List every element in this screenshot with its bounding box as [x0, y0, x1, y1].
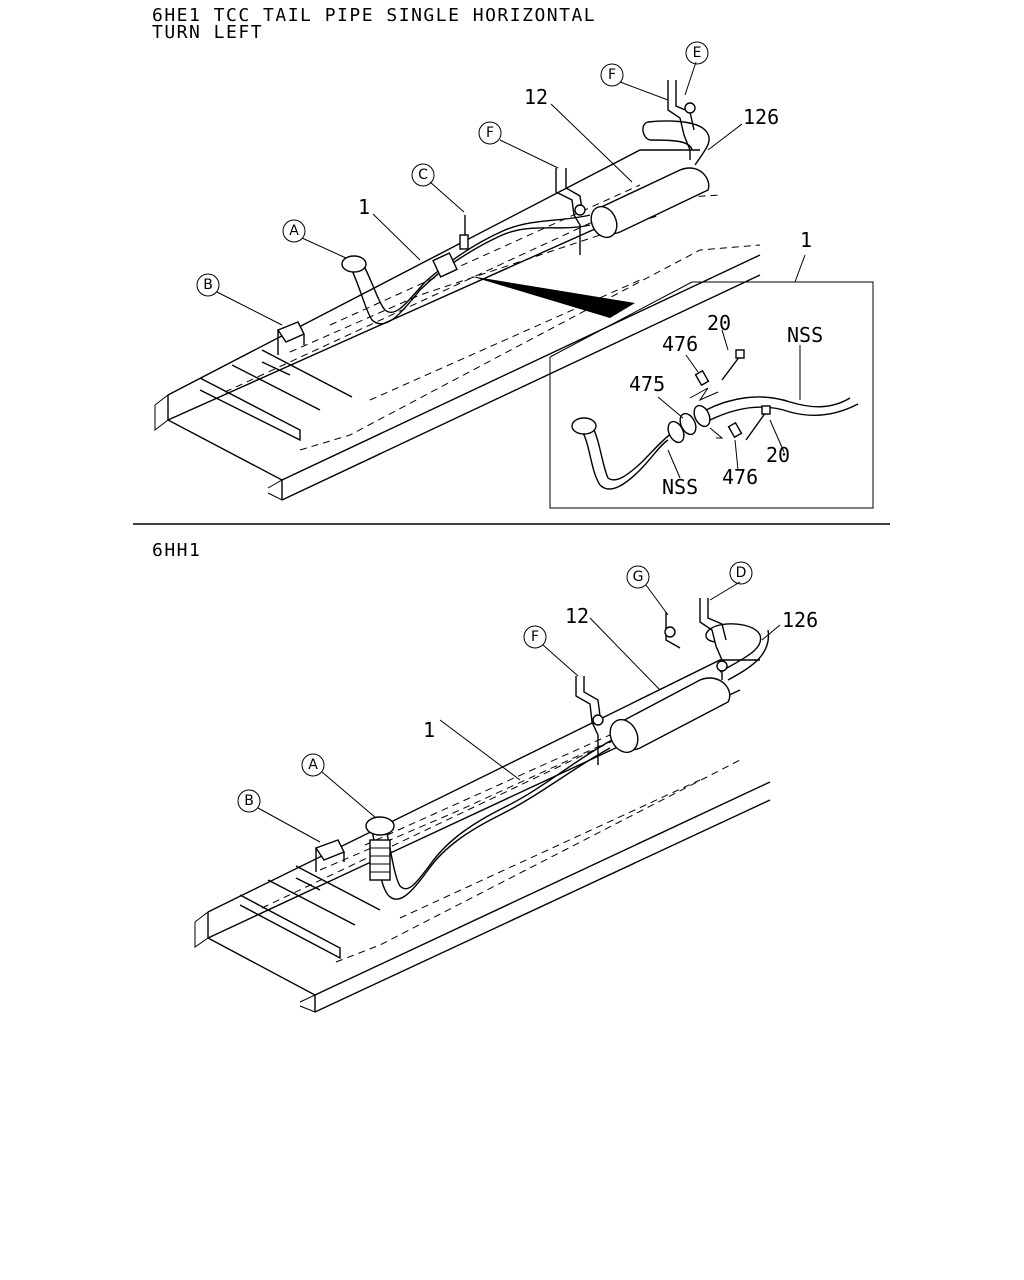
detail-ref-1: 1 [800, 228, 812, 252]
detail-label-20-bottom: 20 [766, 443, 790, 467]
bottom-muffler [575, 598, 770, 765]
detail-label-476-top: 476 [662, 332, 698, 356]
top-exhaust-pipe [341, 214, 591, 325]
top-detail-box: 1 NSS NSS 20 20 476 476 475 [549, 228, 874, 509]
bottom-part-1: 1 [423, 718, 435, 742]
bottom-flange-a [365, 816, 395, 836]
top-part-126: 126 [743, 105, 779, 129]
top-section: 6HE1 TCC TAIL PIPE SINGLE HORIZONTAL TUR… [152, 5, 874, 509]
svg-text:G: G [633, 569, 644, 585]
callout-f-top-2: F [600, 63, 624, 87]
detail-gasket-475 [679, 412, 697, 436]
top-muffler [555, 80, 710, 255]
callout-b-top: B [196, 273, 220, 297]
top-part-12: 12 [524, 85, 548, 109]
svg-text:B: B [244, 793, 254, 809]
bottom-bracket-b [314, 839, 345, 872]
callout-c-top: C [411, 163, 435, 187]
detail-label-475: 475 [629, 372, 665, 396]
bottom-bellows [369, 839, 391, 881]
callout-g-bottom: G [626, 565, 650, 589]
top-part-1: 1 [358, 195, 370, 219]
svg-text:D: D [736, 565, 747, 581]
callout-f-top-1: F [478, 121, 502, 145]
bottom-part-126: 126 [782, 608, 818, 632]
svg-text:E: E [693, 45, 702, 61]
callout-a-bottom: A [301, 753, 325, 777]
callout-e-top: E [685, 41, 709, 65]
svg-text:C: C [418, 167, 428, 183]
top-title-line2: TURN LEFT [152, 22, 263, 43]
top-flange-a [341, 255, 367, 273]
svg-text:F: F [486, 125, 494, 141]
svg-text:B: B [203, 277, 213, 293]
bottom-exhaust-pipe [365, 739, 613, 900]
detail-label-476-bottom: 476 [722, 465, 758, 489]
bottom-section: 6HH1 [152, 540, 818, 1013]
top-title-line1: 6HE1 TCC TAIL PIPE SINGLE HORIZONTAL [152, 5, 596, 26]
svg-text:F: F [531, 629, 539, 645]
svg-text:F: F [608, 67, 616, 83]
svg-text:A: A [308, 757, 318, 773]
top-leaders [216, 61, 743, 326]
detail-label-nss-bottom: NSS [662, 475, 698, 499]
callout-d-bottom: D [729, 561, 753, 585]
bottom-leaders [257, 581, 781, 843]
callout-f-bottom: F [523, 625, 547, 649]
bottom-part-12: 12 [565, 604, 589, 628]
callout-b-bottom: B [237, 789, 261, 813]
top-clamp-c [432, 252, 458, 278]
top-detail-pointer [470, 276, 635, 318]
callout-a-top: A [282, 219, 306, 243]
svg-text:A: A [289, 223, 299, 239]
top-bracket-b [276, 321, 305, 355]
detail-label-20-top: 20 [707, 311, 731, 335]
bottom-title: 6HH1 [152, 540, 201, 561]
detail-label-nss-top: NSS [787, 323, 823, 347]
